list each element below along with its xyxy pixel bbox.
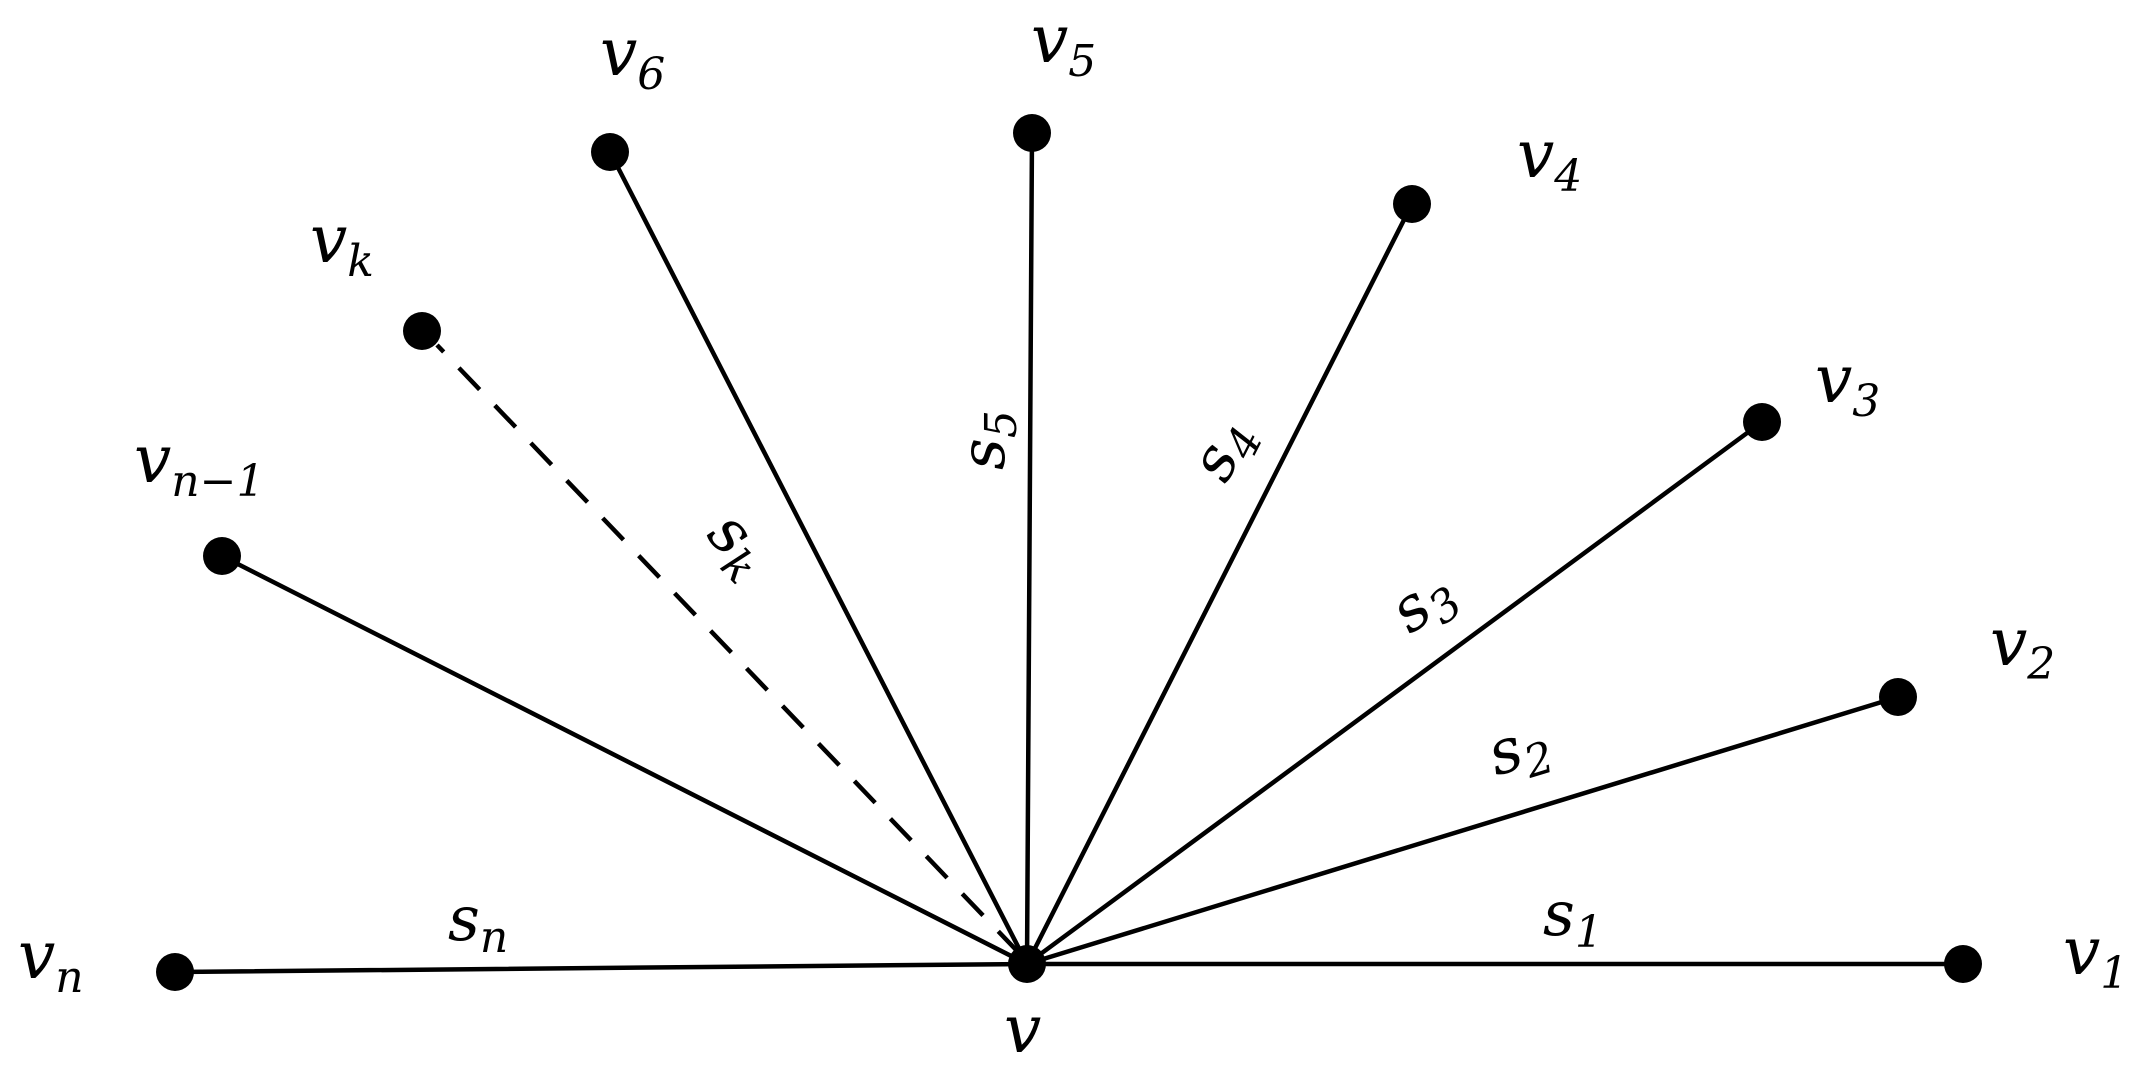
node-v2: [1879, 678, 1917, 716]
node-v: [1008, 945, 1046, 983]
edge-s2: [1024, 694, 1901, 967]
node-vn-1: [203, 537, 241, 575]
label-vk: vk: [310, 201, 374, 287]
label-v3: v3: [1815, 341, 1880, 427]
label-s2: s2: [1479, 703, 1560, 798]
edge-s3: [1024, 419, 1765, 967]
edge-s6: [607, 149, 1030, 967]
nodes: [156, 114, 1982, 991]
edge-sn-1: [219, 553, 1030, 967]
edge-sk: [435, 343, 1021, 955]
label-s3: s3: [1376, 553, 1472, 654]
label-vn-1: vn−1: [134, 421, 265, 507]
edge-s4: [1024, 201, 1415, 967]
label-v6: v6: [600, 14, 665, 100]
edge-s5: [1024, 130, 1035, 967]
node-v5: [1013, 114, 1051, 152]
label-sk: sk: [688, 496, 787, 594]
node-v1: [1944, 945, 1982, 983]
node-vn: [156, 953, 194, 991]
node-v3: [1743, 403, 1781, 441]
label-s1: s1: [1543, 877, 1603, 958]
vertex-labels: v v1 v2 v3 v4 v5 v6 vk vn−1 vn: [18, 1, 2128, 1068]
edges: [172, 130, 1966, 975]
label-s5: s5: [946, 410, 1027, 470]
label-v5: v5: [1031, 1, 1096, 87]
label-sn: sn: [448, 882, 508, 963]
node-vk: [403, 312, 441, 350]
node-v6: [591, 133, 629, 171]
label-s4: s4: [1174, 405, 1273, 495]
label-v4: v4: [1517, 116, 1582, 202]
edge-sn: [172, 961, 1030, 975]
label-v: v: [1004, 991, 1041, 1068]
node-v4: [1393, 185, 1431, 223]
label-v2: v2: [1990, 604, 2055, 690]
label-v1: v1: [2063, 913, 2128, 999]
label-vn: vn: [18, 917, 84, 1003]
